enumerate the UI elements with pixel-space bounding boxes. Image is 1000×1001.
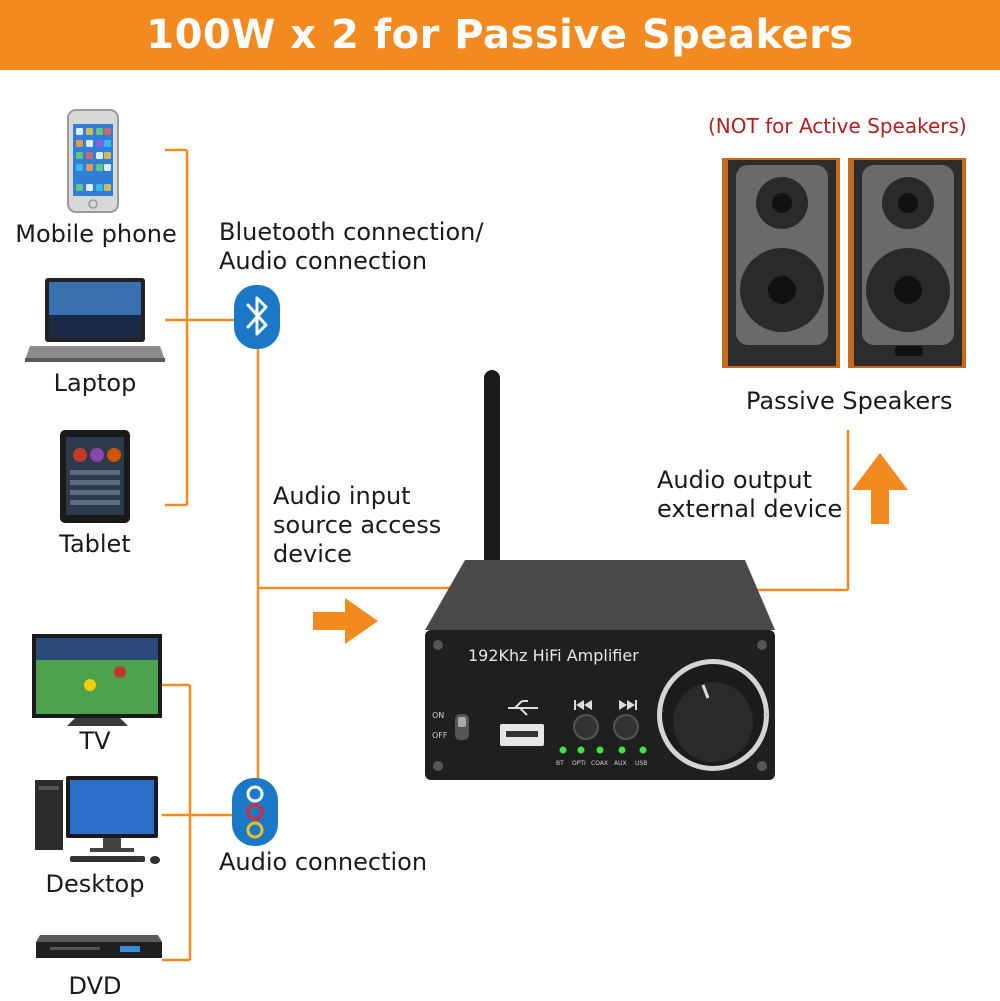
- wireless-bracket: [165, 148, 238, 507]
- bluetooth-icon: [234, 285, 280, 349]
- dvd-player-icon: [36, 935, 162, 958]
- amplifier-model-label: 192Khz HiFi Amplifier: [468, 646, 639, 665]
- led-label-aux: AUX: [614, 760, 627, 767]
- power-switch-off-label: OFF: [432, 731, 448, 740]
- bluetooth-label-line2: Audio connection: [219, 247, 428, 275]
- output-line: [745, 430, 850, 592]
- device-label-tablet: Tablet: [59, 530, 131, 558]
- led-label-usb: USB: [635, 760, 648, 767]
- led-label-opti: OPTI: [572, 760, 586, 767]
- bluetooth-label-line1: Bluetooth connection/: [219, 218, 484, 246]
- passive-speakers-label: Passive Speakers: [746, 387, 953, 415]
- svg-text:+: +: [762, 710, 770, 721]
- power-switch-on-label: ON: [432, 711, 445, 720]
- output-label-line1: Audio output: [657, 466, 813, 494]
- bluetooth-connection-label: Bluetooth connection/ Audio connection: [219, 218, 483, 276]
- prev-track-button-icon: [573, 714, 599, 740]
- desktop-icon: [35, 776, 160, 864]
- wired-bracket: [162, 683, 235, 962]
- device-label-dvd: DVD: [68, 972, 122, 1000]
- svg-text:-: -: [660, 706, 664, 717]
- source-led-row: [559, 746, 647, 754]
- tv-icon: [32, 634, 162, 726]
- device-label-mobile-phone: Mobile phone: [15, 220, 177, 248]
- mobile-phone-icon: [67, 109, 119, 213]
- audio-input-label: Audio input source access device: [273, 482, 441, 569]
- input-label-line2: source access: [273, 511, 442, 539]
- next-track-button-icon: [613, 714, 639, 740]
- input-label-line1: Audio input: [273, 482, 411, 510]
- led-label-bt: BT: [556, 760, 564, 767]
- speaker-warning-label: (NOT for Active Speakers): [708, 114, 967, 138]
- led-label-coax: COAX: [591, 760, 609, 767]
- output-arrow-icon: [852, 453, 908, 524]
- rca-connector-icon: [232, 778, 278, 846]
- device-label-desktop: Desktop: [45, 870, 145, 898]
- tablet-icon: [60, 430, 130, 523]
- passive-speaker-left-icon: [722, 158, 840, 368]
- header-banner: 100W x 2 for Passive Speakers: [0, 0, 1000, 70]
- audio-output-label: Audio output external device: [657, 466, 842, 524]
- amplifier-device-icon: - +: [425, 370, 775, 780]
- input-arrow-icon: [313, 598, 378, 644]
- device-label-tv: TV: [79, 727, 111, 755]
- audio-connection-label: Audio connection: [219, 848, 428, 876]
- volume-knob-icon: - +: [657, 659, 770, 771]
- laptop-icon: [25, 278, 165, 362]
- input-label-line3: device: [273, 540, 352, 568]
- passive-speaker-right-icon: [848, 158, 966, 368]
- input-trunk-line: [256, 345, 455, 785]
- banner-title: 100W x 2 for Passive Speakers: [146, 12, 854, 58]
- antenna-icon: [484, 370, 500, 570]
- output-label-line2: external device: [657, 495, 843, 523]
- device-label-laptop: Laptop: [53, 369, 137, 397]
